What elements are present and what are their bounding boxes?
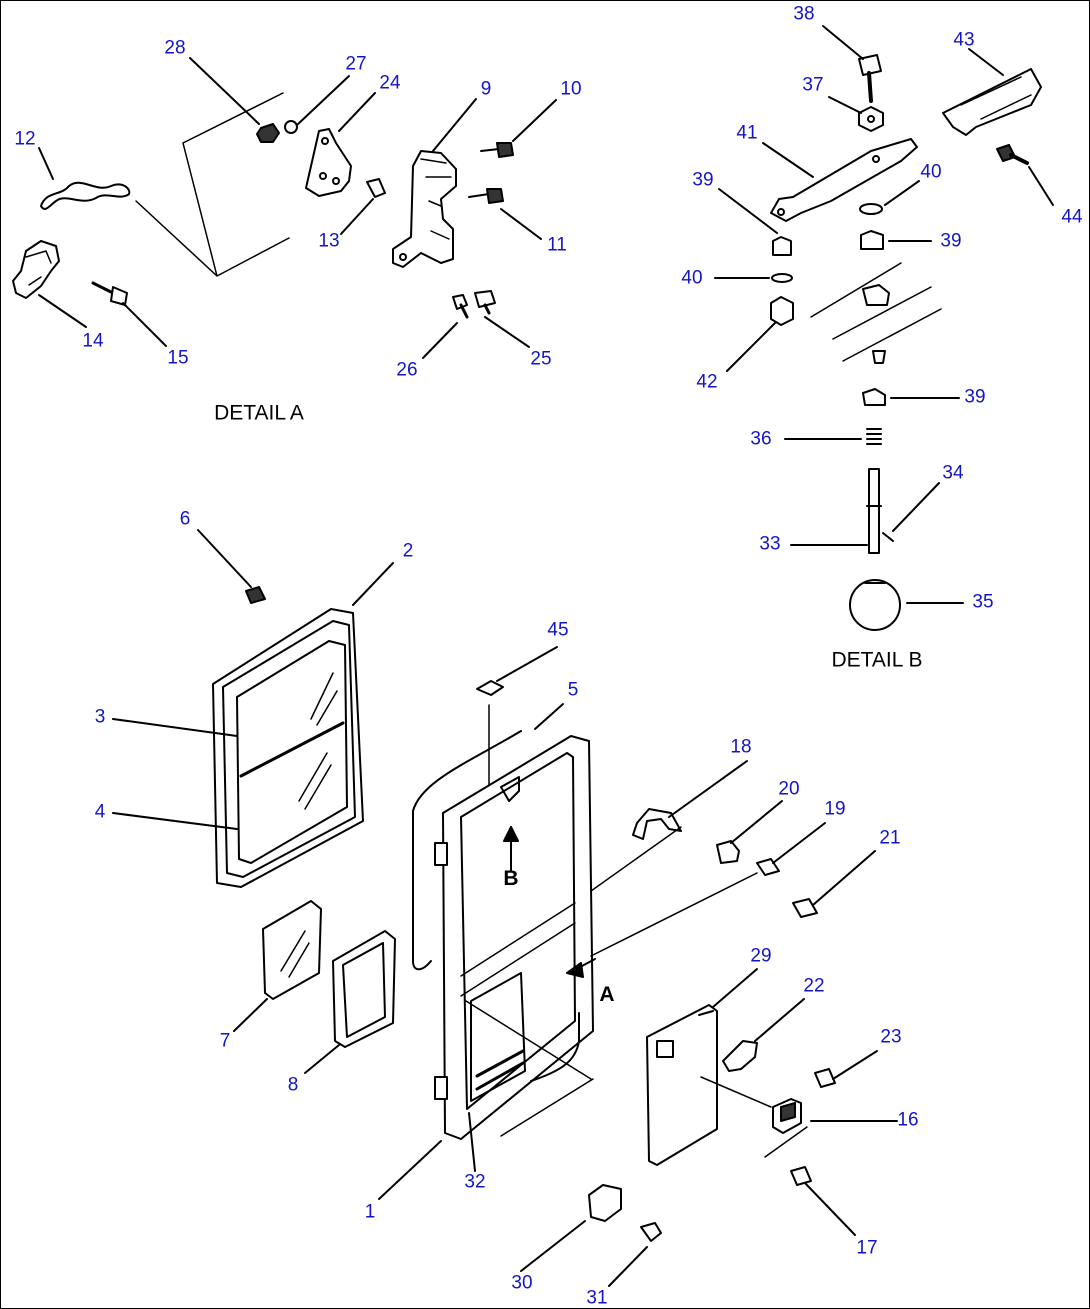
callout-29: 29	[750, 945, 772, 967]
callout-25: 25	[530, 348, 552, 370]
callout-11: 11	[547, 234, 567, 256]
callout-12: 12	[14, 128, 36, 150]
callout-39c: 39	[964, 386, 986, 408]
callout-13: 13	[318, 230, 340, 252]
detail-b-label: DETAIL B	[831, 648, 923, 672]
detail-a-label: DETAIL A	[214, 401, 304, 425]
callout-39a: 39	[692, 169, 714, 191]
callout-32: 32	[464, 1171, 486, 1193]
callout-6: 6	[179, 508, 191, 530]
callout-9: 9	[480, 78, 492, 100]
callout-45: 45	[547, 619, 569, 641]
callout-34: 34	[942, 462, 964, 484]
callout-33: 33	[759, 533, 781, 555]
callout-3: 3	[94, 706, 106, 728]
callout-39b: 39	[940, 230, 962, 252]
callout-44: 44	[1061, 206, 1083, 228]
callout-7: 7	[219, 1030, 231, 1052]
callout-20: 20	[778, 778, 800, 800]
callout-28: 28	[164, 37, 186, 59]
callout-41: 41	[736, 122, 758, 144]
callout-40b: 40	[681, 267, 703, 289]
callout-30: 30	[511, 1272, 533, 1294]
callout-24: 24	[379, 72, 401, 94]
callout-1: 1	[364, 1201, 376, 1223]
callout-22: 22	[803, 975, 825, 997]
callout-19: 19	[824, 798, 846, 820]
callout-42: 42	[696, 371, 718, 393]
callout-2: 2	[402, 540, 414, 562]
detail-b-parts	[770, 54, 1042, 631]
callout-5: 5	[567, 679, 579, 701]
view-arrow-a-label: A	[599, 983, 615, 1006]
callout-15: 15	[167, 347, 189, 369]
callout-40a: 40	[920, 161, 942, 183]
callout-23: 23	[880, 1026, 902, 1048]
callout-21: 21	[879, 827, 901, 849]
leader-lines	[38, 25, 1054, 1287]
callout-37: 37	[802, 74, 824, 96]
callout-8: 8	[287, 1074, 299, 1096]
callout-36: 36	[750, 428, 772, 450]
callout-31: 31	[586, 1287, 608, 1309]
detail-a-parts	[12, 92, 514, 319]
callout-14: 14	[82, 330, 104, 352]
callout-17: 17	[856, 1237, 878, 1259]
callout-10: 10	[560, 78, 582, 100]
callout-18: 18	[730, 736, 752, 758]
callout-35: 35	[972, 591, 994, 613]
callout-27: 27	[345, 53, 367, 75]
view-arrow-b-label: B	[503, 867, 519, 890]
callout-43: 43	[953, 29, 975, 51]
callout-38: 38	[793, 3, 815, 25]
callout-26: 26	[396, 359, 418, 381]
callout-4: 4	[94, 801, 106, 823]
main-assembly-parts	[212, 586, 836, 1242]
callout-16: 16	[897, 1109, 919, 1131]
